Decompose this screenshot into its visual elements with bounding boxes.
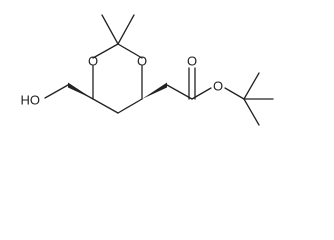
bond-o1-c2	[92, 43, 119, 59]
stereo-wedge-c6	[68, 82, 93, 99]
bond-ester-o-tbu	[224, 87, 245, 100]
carbonyl-oxygen-label: O	[187, 54, 197, 69]
ring-oxygen-left-label: O	[88, 54, 98, 69]
bond-ho-ch2	[44, 84, 69, 99]
ring-oxygen-right-label: O	[137, 54, 147, 69]
bond-c2-methyl-right	[117, 14, 135, 45]
hydroxyl-label: HO	[21, 93, 41, 108]
ester-oxygen-label: O	[213, 79, 223, 94]
bond-c2-o3	[117, 43, 143, 59]
bond-tbu-methyl-up	[243, 72, 260, 100]
stereo-wedge-c4	[142, 82, 167, 99]
bond-c2-methyl-left	[101, 14, 119, 45]
chemical-structure: HO O O O O	[21, 14, 274, 126]
bond-ch2-carbonyl	[166, 84, 193, 100]
bond-c5-c6	[92, 98, 119, 114]
bond-c4-c5	[117, 98, 143, 114]
bond-tbu-methyl-down	[243, 98, 260, 126]
